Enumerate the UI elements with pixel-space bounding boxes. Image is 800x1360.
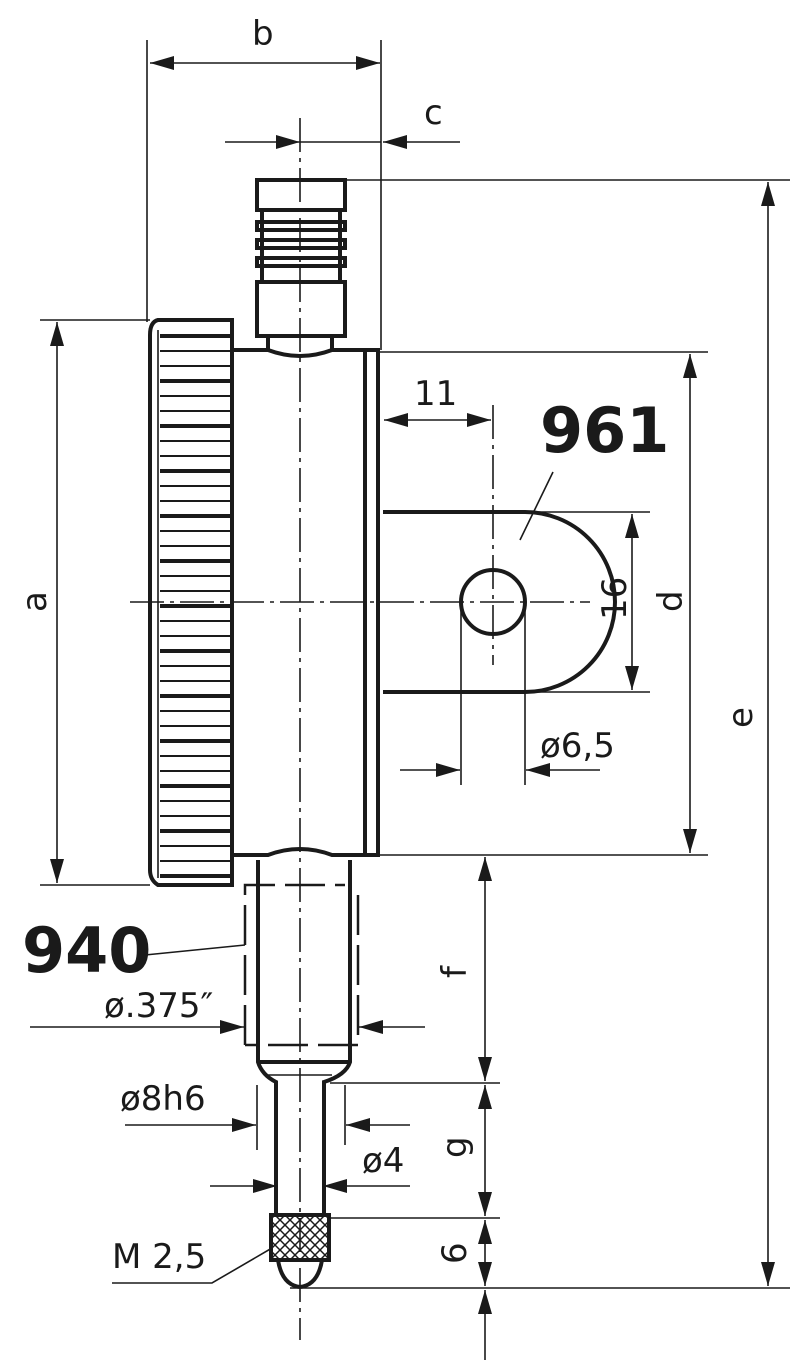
dim-a-label: a: [15, 591, 55, 612]
extension-lines: [40, 40, 790, 1289]
spindle-dia-label: ø4: [362, 1141, 404, 1181]
leader-940: [144, 944, 246, 956]
stem-dia-inch-label: ø.375″: [104, 986, 213, 1026]
dim-d-label: d: [651, 590, 691, 612]
thread-label: M 2,5: [112, 1237, 206, 1277]
dim-e-label: e: [721, 707, 761, 728]
dimension-lines: [30, 56, 775, 1360]
leader-961: [519, 471, 554, 541]
stem-option-outline: [243, 883, 360, 1047]
stem-dia-label: ø8h6: [120, 1079, 206, 1119]
dim-b-label: b: [252, 14, 274, 54]
dim-f-label: f: [435, 965, 475, 978]
leader-thread: [112, 1247, 273, 1284]
dim-11-label: 11: [414, 374, 457, 414]
hole-dia-label: ø6,5: [540, 726, 615, 766]
callout-961: 961: [540, 394, 669, 467]
bezel: [148, 318, 234, 887]
indicator-body: [232, 336, 380, 857]
top-stem: [255, 178, 347, 338]
dim-c-label: c: [424, 93, 443, 133]
dim-16-label: 16: [595, 577, 635, 620]
lower-stem: [256, 860, 352, 1290]
dim-g-label: g: [435, 1136, 475, 1158]
dim-6-label: 6: [435, 1242, 475, 1264]
callout-940: 940: [22, 914, 151, 987]
dimension-labels: b c 11 a 16 d e f g 6 ø6,5 ø.375″ ø8h6 ø…: [15, 14, 761, 1277]
